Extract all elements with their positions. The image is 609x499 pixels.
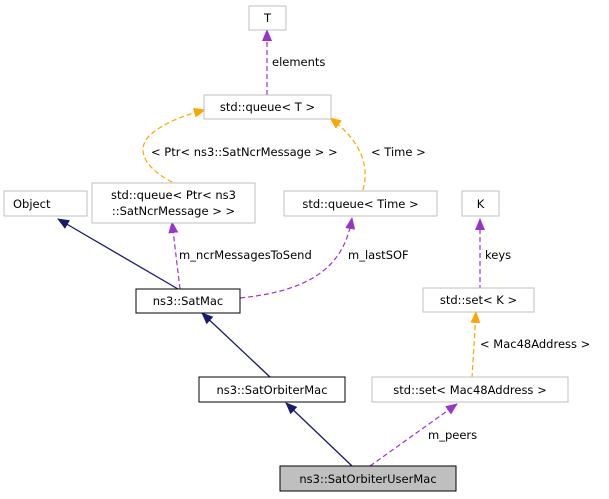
edge-label-ncr-messages-to-send: m_ncrMessagesToSend	[179, 248, 312, 262]
edge-label-keys: keys	[485, 248, 511, 262]
edge-label-mac48-template: < Mac48Address >	[480, 337, 590, 351]
node-queue-t[interactable]: std::queue< T >	[203, 94, 332, 120]
svg-text:T: T	[263, 11, 272, 25]
svg-text:ns3::SatMac: ns3::SatMac	[153, 294, 224, 308]
svg-text:K: K	[477, 197, 485, 211]
edge-inherit-orbiterusermac-orbitermac	[285, 402, 353, 467]
svg-text:std::set< K >: std::set< K >	[440, 293, 517, 307]
node-t[interactable]: T	[248, 5, 287, 31]
node-queue-ptr-ncr-message[interactable]: std::queue< Ptr< ns3 ::SatNcrMessage > >	[91, 182, 256, 224]
edge-inherit-orbitermac-satmac	[201, 312, 271, 378]
node-sat-orbiter-mac[interactable]: ns3::SatOrbiterMac	[198, 376, 346, 403]
edge-label-peers: m_peers	[428, 428, 477, 442]
svg-text:std::queue< T >: std::queue< T >	[220, 100, 315, 114]
edge-label-ptr-ncr-template: < Ptr< ns3::SatNcrMessage > >	[151, 145, 338, 159]
edge-inherit-satmac-object	[57, 218, 179, 290]
edge-label-elements: elements	[272, 55, 325, 69]
node-queue-time[interactable]: std::queue< Time >	[283, 190, 438, 217]
edge-template-mac48	[470, 311, 481, 379]
node-object[interactable]: Object	[3, 190, 88, 217]
edge-ncr-messages-to-send	[168, 221, 181, 290]
node-k[interactable]: K	[461, 190, 500, 217]
edge-label-last-sof: m_lastSOF	[348, 248, 409, 262]
node-set-k[interactable]: std::set< K >	[422, 287, 535, 313]
edge-peers	[369, 403, 458, 467]
svg-text:std::set< Mac48Address >: std::set< Mac48Address >	[393, 383, 546, 397]
edge-label-time-template: < Time >	[371, 145, 426, 159]
svg-text:ns3::SatOrbiterUserMac: ns3::SatOrbiterUserMac	[299, 472, 436, 486]
edge-template-time	[329, 117, 366, 191]
svg-text:std::queue< Ptr< ns3: std::queue< Ptr< ns3	[111, 188, 236, 202]
svg-text:::SatNcrMessage > >: ::SatNcrMessage > >	[112, 204, 235, 218]
edge-last-sof	[239, 217, 356, 299]
node-sat-mac[interactable]: ns3::SatMac	[135, 288, 241, 314]
node-sat-orbiter-user-mac[interactable]: ns3::SatOrbiterUserMac	[279, 465, 457, 492]
svg-text:Object: Object	[13, 197, 51, 211]
svg-text:ns3::SatOrbiterMac: ns3::SatOrbiterMac	[216, 383, 327, 397]
svg-text:std::queue< Time >: std::queue< Time >	[302, 197, 418, 211]
node-set-mac48-address[interactable]: std::set< Mac48Address >	[371, 376, 569, 403]
